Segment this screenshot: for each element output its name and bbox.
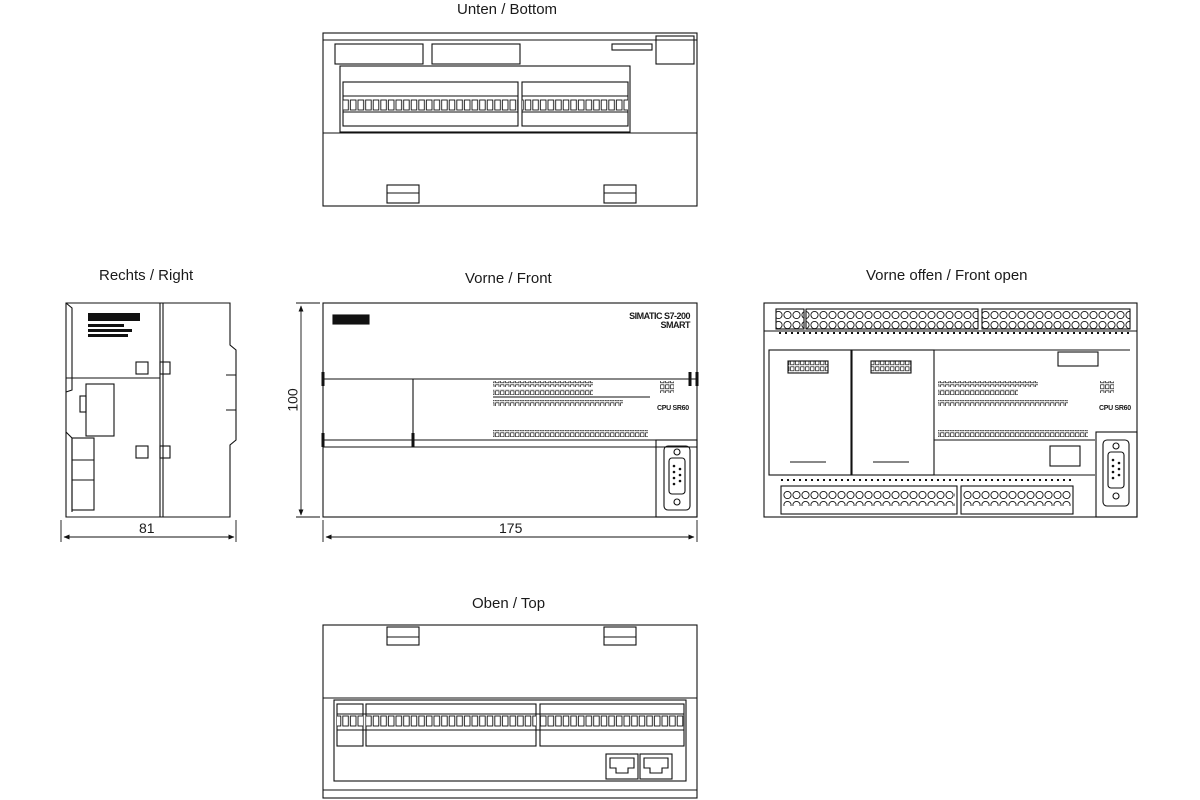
front-height-dimension: 100 [284,388,301,412]
front-width-dimension: 175 [499,520,523,536]
front-brand-line2: SMART [660,320,691,330]
front-open-view-title: Vorne offen / Front open [866,267,1028,284]
right-view-title: Rechts / Right [99,267,194,284]
front-open-view [763,302,1138,518]
front-view [321,302,699,518]
front-model-label: CPU SR60 [657,405,689,412]
front-view-title: Vorne / Front [465,270,552,287]
front-open-model-label: CPU SR60 [1099,405,1131,412]
right-width-dimension: 81 [139,520,155,536]
right-view [65,302,237,518]
top-view [322,624,698,799]
bottom-view-title: Unten / Bottom [457,1,558,18]
top-view-title: Oben / Top [472,595,546,612]
front-brand-line1: SIMATIC S7-200 [629,311,690,321]
dimension-lines [60,302,698,542]
bottom-view [322,32,698,207]
